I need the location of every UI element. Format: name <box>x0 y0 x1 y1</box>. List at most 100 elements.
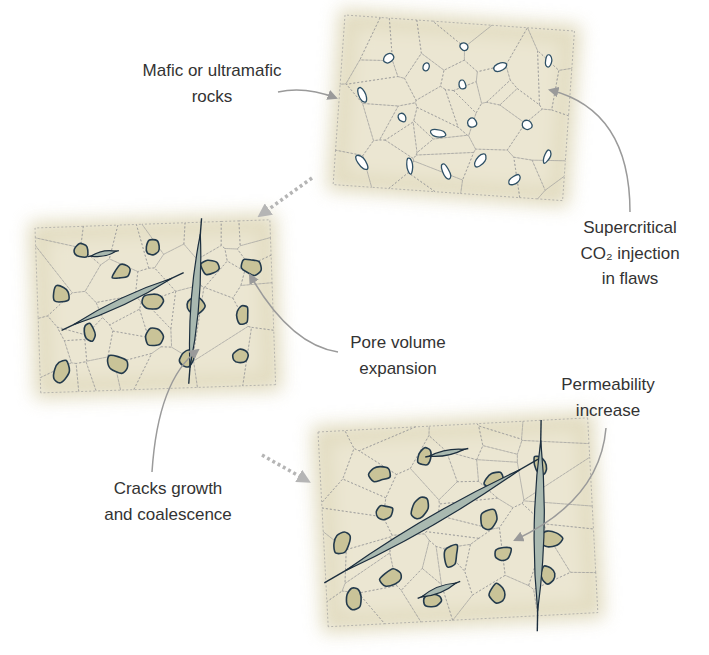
pore <box>410 497 429 519</box>
pore <box>441 164 452 179</box>
grain-boundary <box>409 434 459 501</box>
pore <box>444 545 459 568</box>
grain-boundary <box>192 326 253 387</box>
pore <box>241 259 261 276</box>
grain-boundary <box>340 15 380 87</box>
grain-boundary <box>385 18 423 79</box>
leader-arrow <box>550 90 630 212</box>
grain-boundary <box>525 28 575 72</box>
pore <box>84 323 96 342</box>
grain-boundary <box>142 223 186 255</box>
pore <box>398 113 406 122</box>
grain-boundary <box>64 339 86 364</box>
grain-boundary <box>538 174 565 200</box>
leader-arrow <box>152 350 198 472</box>
grain-boundary <box>544 521 596 575</box>
crack-line <box>425 449 469 457</box>
crack <box>421 583 457 597</box>
pore <box>383 53 394 63</box>
grain-boundary <box>443 544 472 572</box>
pore <box>541 565 556 584</box>
crack <box>72 278 173 324</box>
grain-boundary <box>322 504 393 550</box>
pore <box>201 260 220 275</box>
crack-line <box>318 457 547 583</box>
grain-boundary <box>428 423 483 462</box>
pore <box>355 155 369 169</box>
pore <box>509 174 521 185</box>
pore <box>488 583 505 604</box>
pore <box>376 505 393 520</box>
pore <box>406 158 413 174</box>
grain-boundary <box>461 147 523 198</box>
grain-boundary <box>413 107 469 141</box>
crack <box>91 250 116 257</box>
pore <box>145 328 164 346</box>
grain-boundary <box>318 430 357 503</box>
pore <box>474 153 486 167</box>
callout-label: Cracks growth and coalescence <box>101 476 235 527</box>
grain-boundary <box>333 150 374 187</box>
leader-arrow <box>250 275 338 352</box>
grain-boundary <box>477 421 524 441</box>
grain-boundary <box>389 171 437 191</box>
pore <box>357 87 367 102</box>
pore <box>459 80 467 89</box>
grain-boundary <box>239 220 271 246</box>
grain-boundary <box>521 418 589 447</box>
grain-boundary <box>403 52 445 102</box>
grain-boundary <box>57 326 86 341</box>
rock-panel <box>29 214 282 400</box>
crack-line <box>526 420 552 631</box>
pore <box>543 150 551 164</box>
pore <box>112 264 131 278</box>
pore <box>368 466 390 482</box>
grain-boundary <box>507 107 569 163</box>
grain-boundary <box>220 221 240 250</box>
grain-boundary <box>132 346 197 390</box>
grain-boundary <box>361 139 415 190</box>
grain-boundary <box>451 574 538 620</box>
pore <box>53 285 69 302</box>
grain-boundary <box>76 361 96 391</box>
pore <box>495 547 512 561</box>
grain-boundary <box>358 585 421 626</box>
grain-boundary <box>36 245 74 319</box>
grain-boundary <box>476 444 518 465</box>
grain-boundary <box>358 426 432 476</box>
pore <box>236 305 248 324</box>
grain-boundary <box>479 424 523 456</box>
grain-boundary <box>413 20 466 72</box>
pore <box>460 43 469 51</box>
pore <box>423 63 430 71</box>
pore <box>467 118 477 128</box>
pore <box>107 355 128 374</box>
callout-label: Permeability increase <box>552 372 664 423</box>
grain-boundary <box>468 101 527 152</box>
grain-boundary <box>360 103 398 142</box>
grain-boundary <box>452 80 483 113</box>
pore <box>142 294 164 310</box>
callout-label: Mafic or ultramafic rocks <box>142 58 282 109</box>
crack-line <box>60 273 186 331</box>
pore <box>74 243 88 257</box>
grain-boundary <box>521 457 592 509</box>
transition-arrow <box>262 455 306 480</box>
pore <box>333 532 351 554</box>
grain-boundary <box>136 224 164 269</box>
grain-boundary <box>345 73 417 107</box>
rock-panel <box>312 412 605 643</box>
grain-boundary <box>380 100 418 142</box>
rock-panel <box>327 9 581 207</box>
grain-boundary <box>440 59 478 93</box>
pore <box>53 360 70 383</box>
grain-boundary <box>411 121 434 154</box>
grain-boundary <box>35 236 101 294</box>
pore <box>146 239 160 255</box>
grain-boundary <box>335 84 377 157</box>
grain-boundary <box>232 283 273 332</box>
grain-boundary <box>345 427 417 452</box>
crack-line <box>88 251 119 257</box>
crack <box>528 440 550 610</box>
pore <box>494 62 507 72</box>
